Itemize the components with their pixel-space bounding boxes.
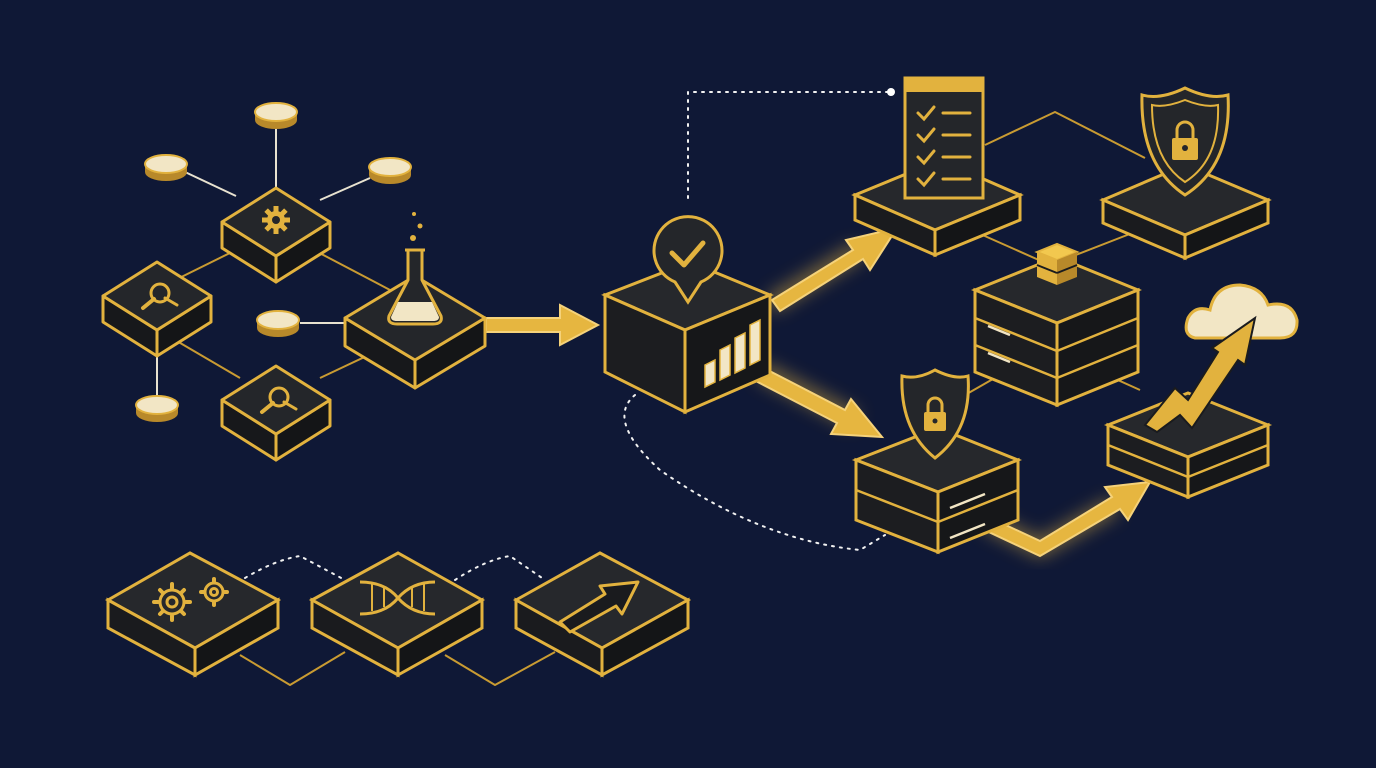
search-node-lower[interactable] [220,364,332,462]
data-puck-middle[interactable] [256,310,300,337]
dna-icon [359,580,436,616]
checkmark-pin-icon [652,215,724,305]
shield-lock-icon [900,368,970,460]
arrow-to-secure-server [748,362,885,439]
data-puck-left[interactable] [144,154,188,181]
connector-line [184,171,237,197]
secure-server[interactable] [851,368,1023,555]
arrow-to-hub [485,303,601,347]
connector-line [444,651,556,686]
dotted-feedback-top [687,91,891,199]
dotted-endpoint [887,88,895,96]
cloud-growth-platform[interactable] [1103,283,1299,500]
arrow-to-checklist [765,226,900,313]
lab-flask-node[interactable] [343,212,487,390]
bottom-pipeline [104,551,692,678]
arrow-tile[interactable] [512,551,692,678]
dotted-feedback-bottom [623,394,886,552]
dotted-pipeline-1 [244,554,346,581]
connector-line [319,177,371,201]
connector-line [309,247,391,291]
connector-line [984,111,1146,159]
server-stack[interactable] [970,242,1142,408]
data-puck-top[interactable] [254,102,298,129]
cloud-trend-icon [1143,283,1299,434]
arrow-to-cloud [976,480,1152,558]
checklist-icon [903,76,985,200]
arrow-up-right-icon [558,580,640,634]
dotted-pipeline-2 [454,554,546,581]
gear-hub-node[interactable] [220,186,332,284]
checklist-platform[interactable] [851,76,1024,258]
connector-line [239,651,346,686]
dotted-connectors [244,91,891,581]
shield-lock-icon [1140,86,1230,197]
gears-icon [152,577,229,622]
shield-lock-platform[interactable] [1099,86,1272,261]
gears-tile[interactable] [104,551,282,678]
discovery-cluster [101,102,487,462]
search-node-upper[interactable] [101,260,213,358]
gear-icon [262,206,290,234]
bar-chart-icon [704,318,761,389]
analytics-cube[interactable] [601,215,774,415]
magnifier-icon [141,282,179,310]
magnifier-icon [260,386,298,414]
flow-arrows [485,226,1152,558]
dna-tile[interactable] [308,551,486,678]
data-puck-right[interactable] [368,157,412,184]
server-icon [970,255,1142,408]
flask-icon [387,212,443,326]
data-puck-bottom[interactable] [135,395,179,422]
cube-icon [1034,242,1080,285]
